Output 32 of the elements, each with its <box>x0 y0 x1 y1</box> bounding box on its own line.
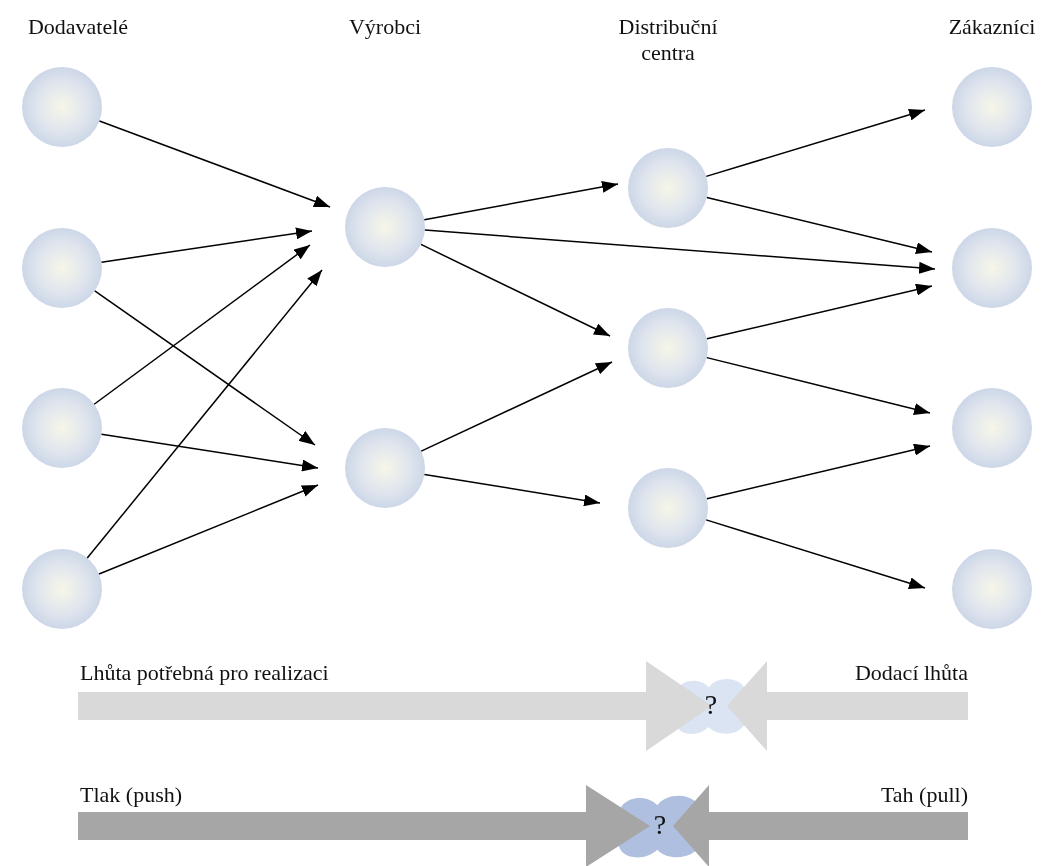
question-mark: ? <box>652 809 668 841</box>
block-arrow <box>727 661 968 751</box>
arrow <box>705 108 926 178</box>
band-label: Tlak (push) <box>80 782 183 808</box>
band-label: Lhůta potřebná pro realizaci <box>80 660 329 686</box>
arrow <box>705 519 926 589</box>
arrow <box>423 181 619 221</box>
column-heading: Výrobci <box>347 14 423 40</box>
arrow <box>100 227 313 263</box>
arrow <box>420 361 613 452</box>
block-arrow <box>673 785 968 866</box>
arrow <box>98 484 319 575</box>
column-heading: Dodavatelé <box>26 14 130 40</box>
arrow <box>93 244 311 405</box>
arrow <box>424 229 936 274</box>
arrow <box>706 283 933 340</box>
question-mark: ? <box>703 689 719 721</box>
arrow <box>706 196 933 255</box>
column-heading: Distribuční centra <box>617 14 719 66</box>
arrow <box>706 356 931 415</box>
column-heading: Zákazníci <box>947 14 1037 40</box>
arrow <box>98 120 331 208</box>
arrow <box>86 269 323 559</box>
arrow <box>94 290 316 446</box>
arrow <box>706 443 931 500</box>
block-arrow <box>78 661 712 751</box>
arrow <box>423 473 601 507</box>
block-arrow <box>78 785 650 866</box>
band-label: Dodací lhůta <box>854 660 968 686</box>
arrow <box>420 243 611 337</box>
arrow <box>100 433 319 472</box>
band-label: Tah (pull) <box>880 782 968 808</box>
